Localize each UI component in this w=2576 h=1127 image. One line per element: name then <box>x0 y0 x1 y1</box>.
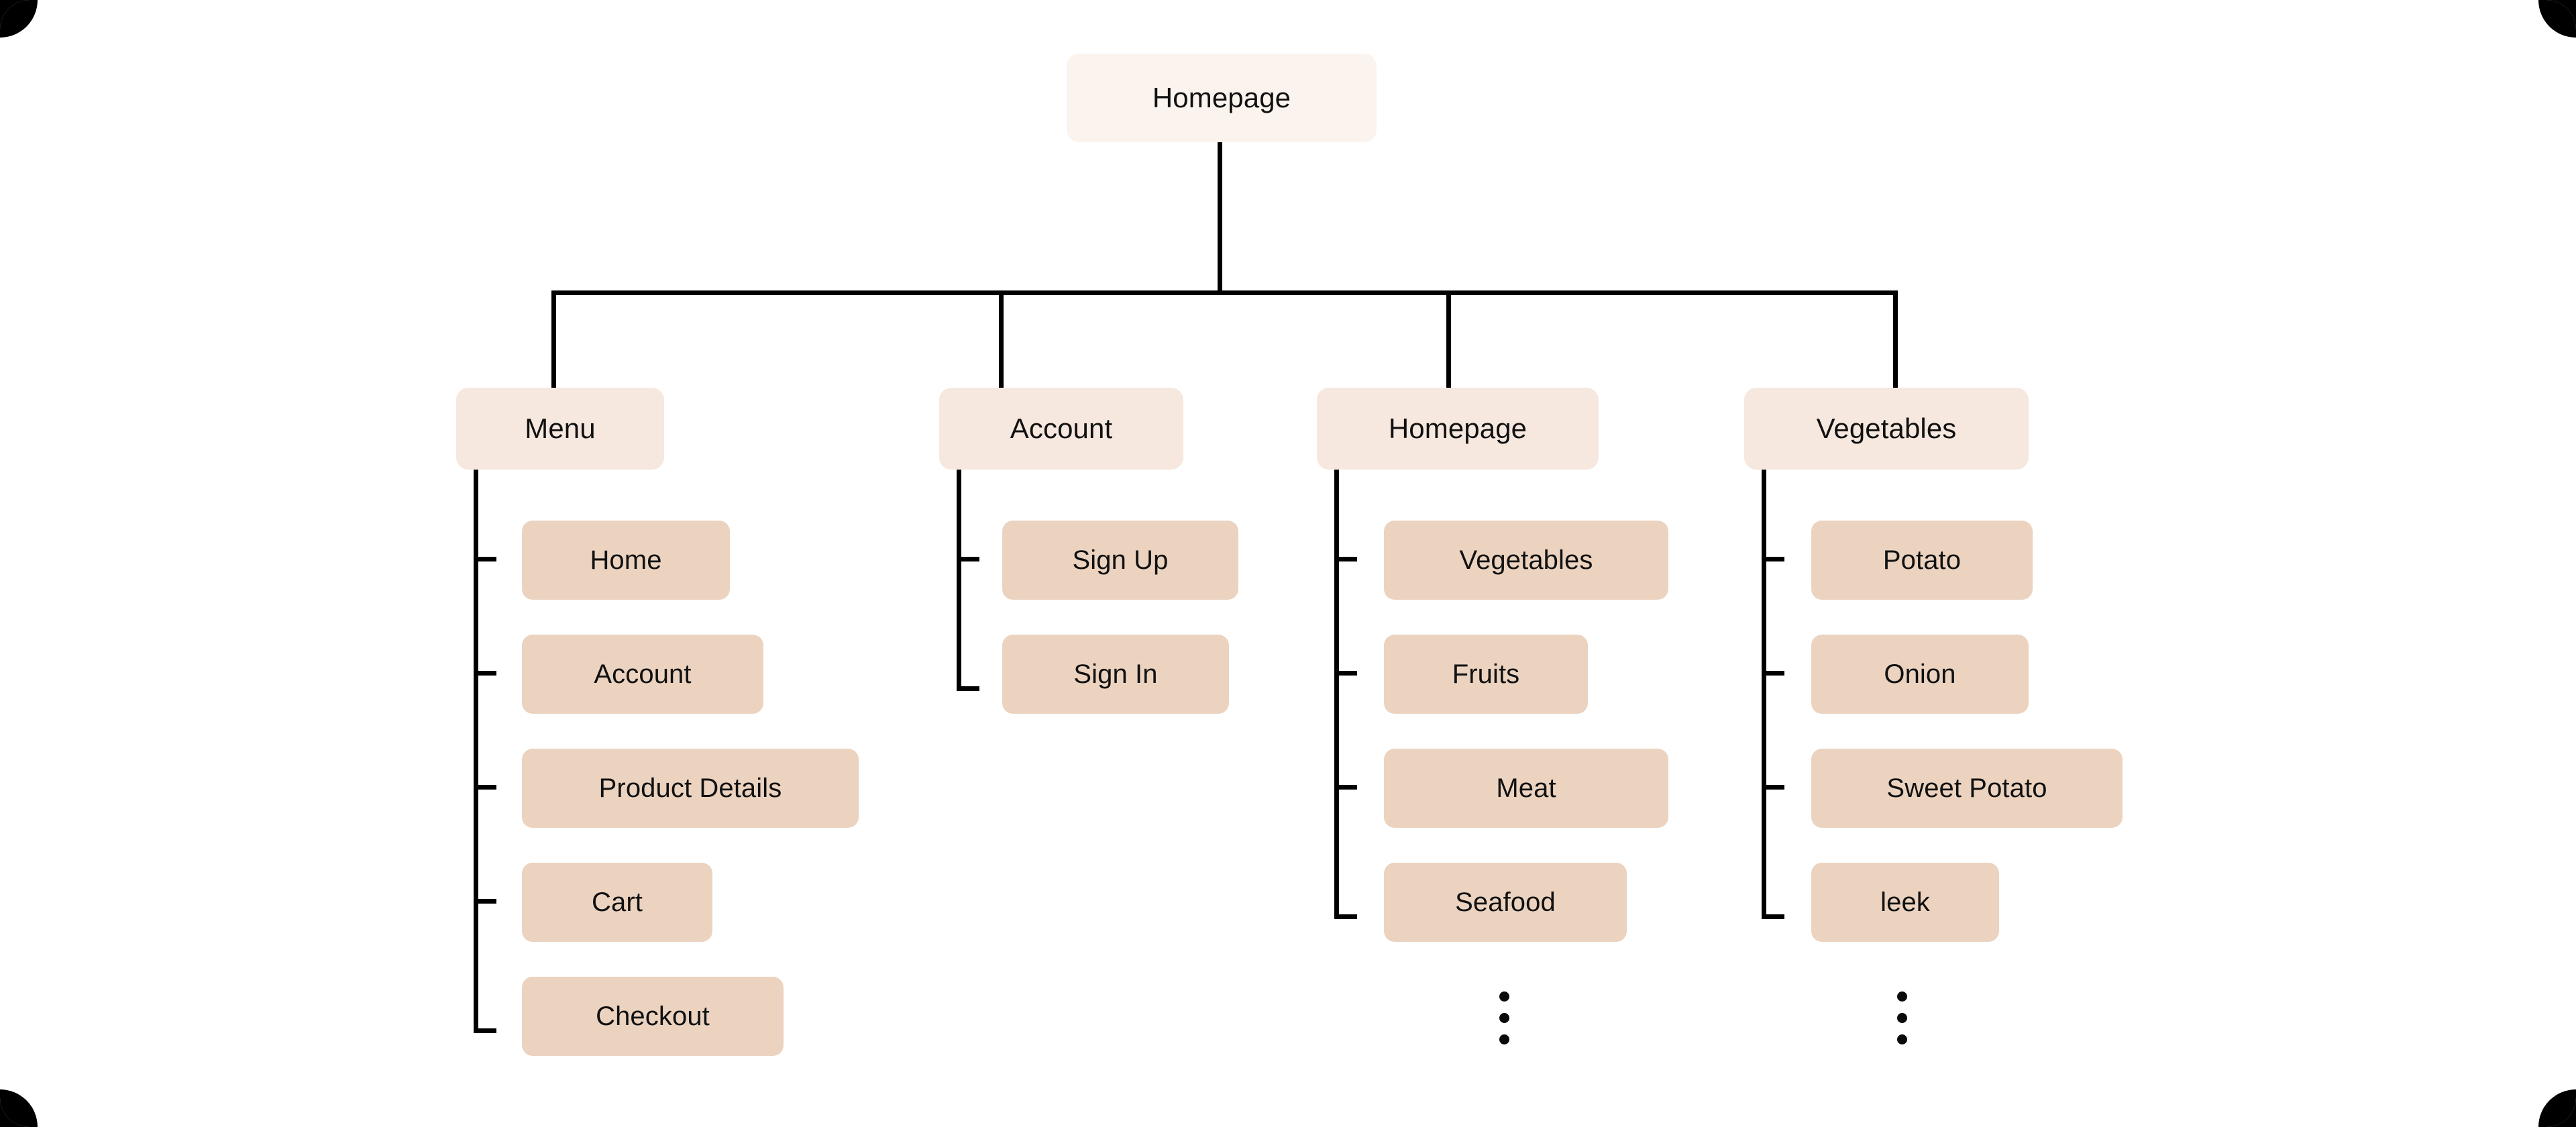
connector-drop-account <box>999 290 1004 390</box>
node-root-homepage[interactable]: Homepage <box>1067 54 1377 142</box>
node-leaf-menu-cart[interactable]: Cart <box>522 863 712 942</box>
node-leaf-homepage-vegetables[interactable]: Vegetables <box>1384 521 1668 600</box>
connector-tick-homepage-3 <box>1334 914 1357 919</box>
connector-spine-menu <box>474 470 478 1033</box>
node-leaf-menu-checkout[interactable]: Checkout <box>522 977 784 1056</box>
node-label: Sign In <box>1073 659 1158 689</box>
node-leaf-vegetables-sweet-potato[interactable]: Sweet Potato <box>1811 749 2123 828</box>
node-leaf-vegetables-leek[interactable]: leek <box>1811 863 1999 942</box>
node-leaf-menu-home[interactable]: Home <box>522 521 730 600</box>
node-label: Product Details <box>598 773 782 803</box>
connector-root-stem <box>1218 142 1222 293</box>
node-leaf-vegetables-onion[interactable]: Onion <box>1811 635 2029 714</box>
node-label: Vegetables <box>1459 545 1593 575</box>
node-label: Account <box>594 659 692 689</box>
connector-drop-vegetables <box>1893 290 1898 390</box>
connector-tick-vegetables-3 <box>1762 914 1784 919</box>
ellipsis-dot <box>1897 1013 1907 1023</box>
ellipsis-dot <box>1499 1034 1509 1044</box>
node-leaf-menu-product-details[interactable]: Product Details <box>522 749 859 828</box>
node-label: Meat <box>1496 773 1556 803</box>
node-branch-homepage[interactable]: Homepage <box>1317 388 1599 470</box>
node-label: Fruits <box>1452 659 1520 689</box>
ellipsis-dot <box>1499 1013 1509 1023</box>
node-leaf-homepage-meat[interactable]: Meat <box>1384 749 1668 828</box>
connector-tick-vegetables-1 <box>1762 671 1784 676</box>
connector-spine-vegetables <box>1762 470 1766 919</box>
connector-tick-menu-4 <box>474 1028 496 1033</box>
vertical-ellipsis-icon-homepage[interactable] <box>1499 991 1509 1044</box>
connector-spine-account <box>957 470 961 691</box>
connector-tick-homepage-1 <box>1334 671 1357 676</box>
node-label: Homepage <box>1388 413 1527 444</box>
node-leaf-homepage-seafood[interactable]: Seafood <box>1384 863 1627 942</box>
connector-tick-homepage-0 <box>1334 557 1357 561</box>
node-label: Account <box>1010 413 1113 444</box>
connector-tick-account-0 <box>957 557 979 561</box>
node-label: Cart <box>592 887 643 917</box>
connector-tick-menu-2 <box>474 785 496 790</box>
node-branch-menu[interactable]: Menu <box>456 388 664 470</box>
vertical-ellipsis-icon-vegetables[interactable] <box>1897 991 1907 1044</box>
connector-tick-homepage-2 <box>1334 785 1357 790</box>
connector-drop-homepage <box>1446 290 1451 390</box>
connector-spine-homepage <box>1334 470 1339 919</box>
node-label: Sign Up <box>1072 545 1169 575</box>
node-leaf-account-sign-in[interactable]: Sign In <box>1002 635 1229 714</box>
ellipsis-dot <box>1499 991 1509 1002</box>
connector-tick-menu-3 <box>474 899 496 904</box>
node-label: Homepage <box>1152 82 1291 113</box>
connector-tick-vegetables-0 <box>1762 557 1784 561</box>
node-label: Potato <box>1882 545 1962 575</box>
connector-drop-menu <box>551 290 556 390</box>
node-branch-account[interactable]: Account <box>939 388 1183 470</box>
corner-mask-top-right <box>2538 0 2576 38</box>
node-leaf-account-sign-up[interactable]: Sign Up <box>1002 521 1238 600</box>
connector-tick-vegetables-2 <box>1762 785 1784 790</box>
node-label: Onion <box>1884 659 1956 689</box>
node-label: Vegetables <box>1816 413 1957 444</box>
node-label: Menu <box>525 413 596 444</box>
ellipsis-dot <box>1897 991 1907 1002</box>
corner-mask-top-left <box>0 0 38 38</box>
node-label: Sweet Potato <box>1886 773 2047 803</box>
ellipsis-dot <box>1897 1034 1907 1044</box>
connector-root-bus <box>551 290 1898 295</box>
node-label: Home <box>590 545 662 575</box>
node-leaf-vegetables-potato[interactable]: Potato <box>1811 521 2033 600</box>
node-leaf-menu-account[interactable]: Account <box>522 635 763 714</box>
connector-tick-menu-0 <box>474 557 496 561</box>
connector-tick-account-1 <box>957 686 979 691</box>
node-label: leek <box>1880 887 1930 917</box>
node-branch-vegetables[interactable]: Vegetables <box>1744 388 2029 470</box>
corner-mask-bottom-left <box>0 1089 38 1127</box>
corner-mask-bottom-right <box>2538 1089 2576 1127</box>
node-label: Checkout <box>596 1001 710 1031</box>
node-leaf-homepage-fruits[interactable]: Fruits <box>1384 635 1588 714</box>
connector-tick-menu-1 <box>474 671 496 676</box>
node-label: Seafood <box>1455 887 1556 917</box>
